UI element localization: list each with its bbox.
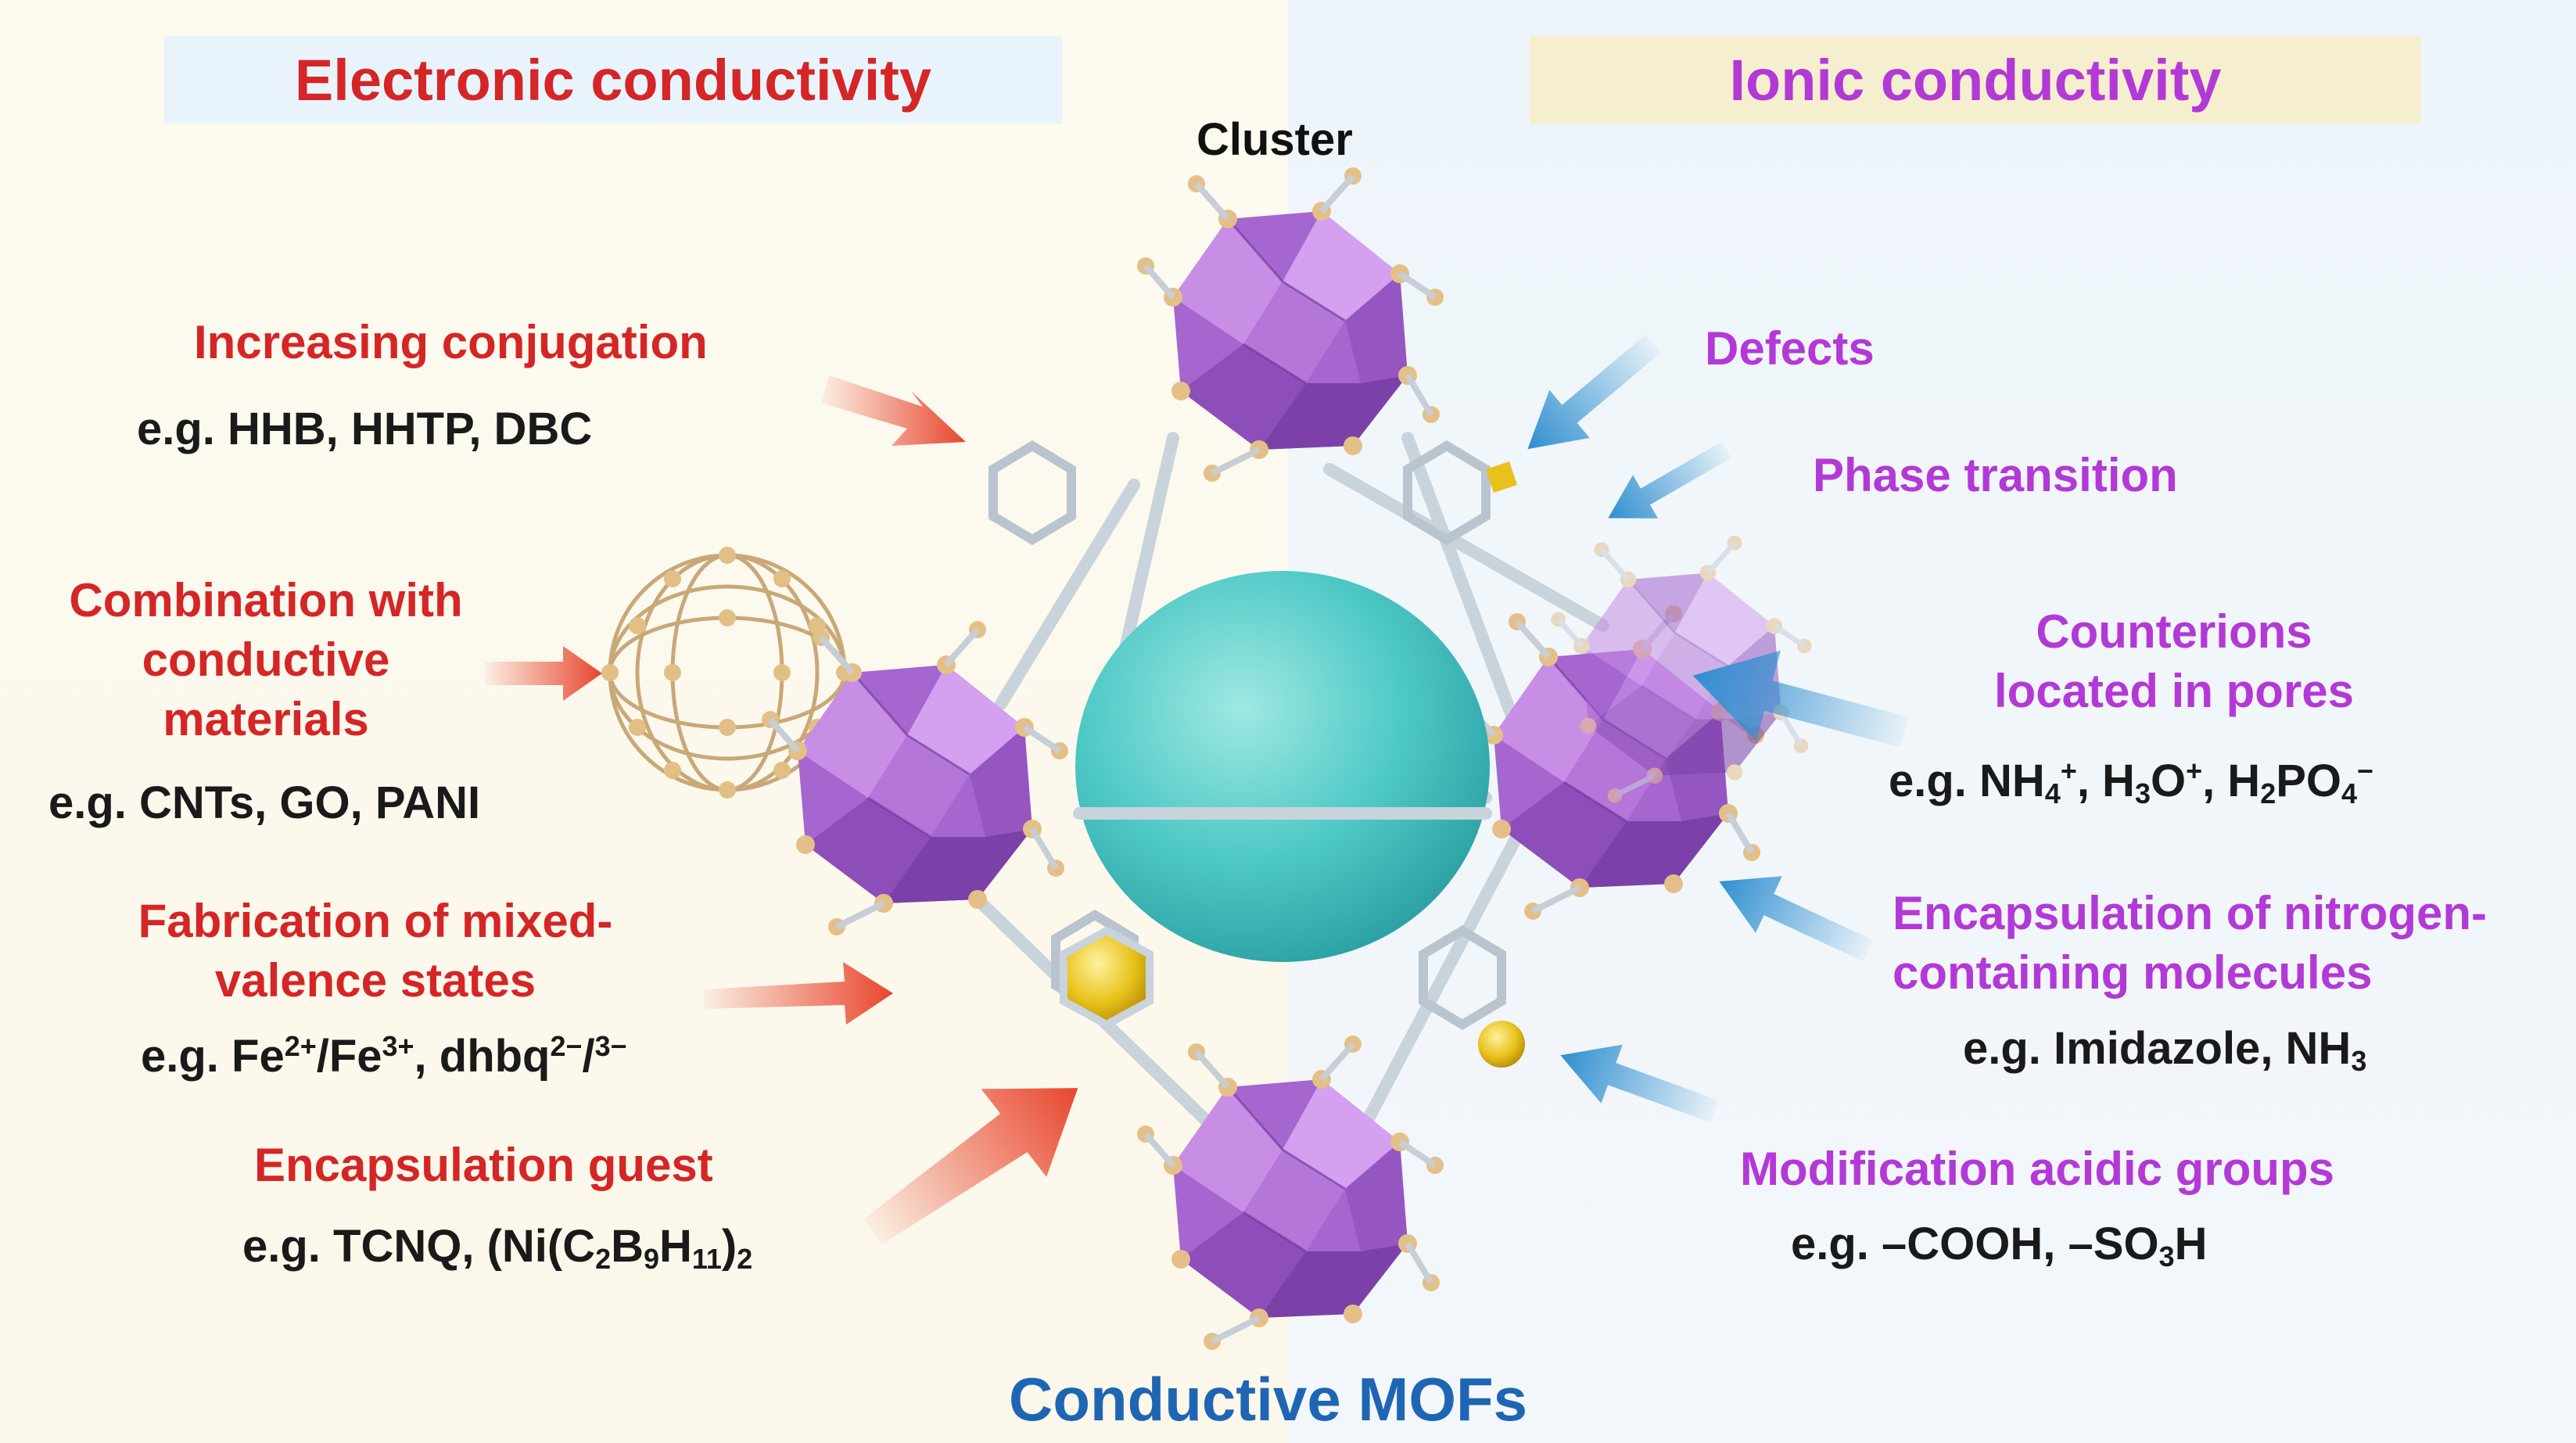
counterions-example: e.g. NH4+, H3O+, H2PO4− xyxy=(1889,755,2373,809)
acidic-groups-label: Modification acidic groups xyxy=(1740,1143,2335,1195)
encapsulation-guest-example: e.g. TCNQ, (Ni(C2B9H11)2 xyxy=(242,1221,753,1275)
arrow-conjugation xyxy=(821,375,966,446)
mixed-valence-label: Fabrication of mixed- valence states xyxy=(138,895,613,1007)
guest-molecule-ring xyxy=(1060,926,1153,1029)
cluster-bottom xyxy=(1137,1036,1444,1350)
arrow-phase xyxy=(1608,441,1731,519)
arrow-mixed-valence xyxy=(704,962,893,1025)
arrow-guest xyxy=(863,1088,1078,1245)
encapsulation-guest-label: Encapsulation guest xyxy=(254,1139,713,1191)
guest-atom xyxy=(1478,1021,1525,1068)
arrow-counterions xyxy=(1692,650,1909,748)
arrow-acidic xyxy=(1560,1044,1719,1123)
arrows-ionic xyxy=(1527,334,1909,1123)
phase-transition-label: Phase transition xyxy=(1813,449,2178,501)
right-panel-background xyxy=(1288,0,2576,1443)
counterions-label: Counterions located in pores xyxy=(1993,605,2355,717)
sulfur-atom xyxy=(1486,461,1517,493)
arrow-defects xyxy=(1527,334,1661,450)
pore-sphere xyxy=(1075,571,1490,962)
combination-example: e.g. CNTs, GO, PANI xyxy=(48,777,481,828)
electronic-conductivity-title: Electronic conductivity xyxy=(164,36,1062,124)
nitrogen-molecules-label: Encapsulation of nitrogen- containing mo… xyxy=(1893,887,2487,999)
increasing-conjugation-label: Increasing conjugation xyxy=(194,316,708,368)
combination-label: Combination with conductive materials xyxy=(69,574,463,745)
arrow-nitrogen xyxy=(1719,876,1874,962)
mixed-valence-example: e.g. Fe2+/Fe3+, dhbq2−/3− xyxy=(141,1030,627,1082)
nitrogen-molecules-example: e.g. Imidazole, NH3 xyxy=(1963,1023,2367,1077)
cluster-label: Cluster xyxy=(1197,114,1353,165)
defects-label: Defects xyxy=(1705,322,1875,375)
conductive-mofs-label: Conductive MOFs xyxy=(1009,1365,1528,1434)
arrows-electronic xyxy=(485,375,1078,1245)
ionic-conductivity-title: Ionic conductivity xyxy=(1530,36,2421,124)
acidic-groups-example: e.g. –COOH, –SO3H xyxy=(1791,1219,2208,1272)
conjugation-example: e.g. HHB, HHTP, DBC xyxy=(137,404,593,454)
cluster-top xyxy=(1137,167,1444,482)
arrow-combination xyxy=(485,646,602,701)
